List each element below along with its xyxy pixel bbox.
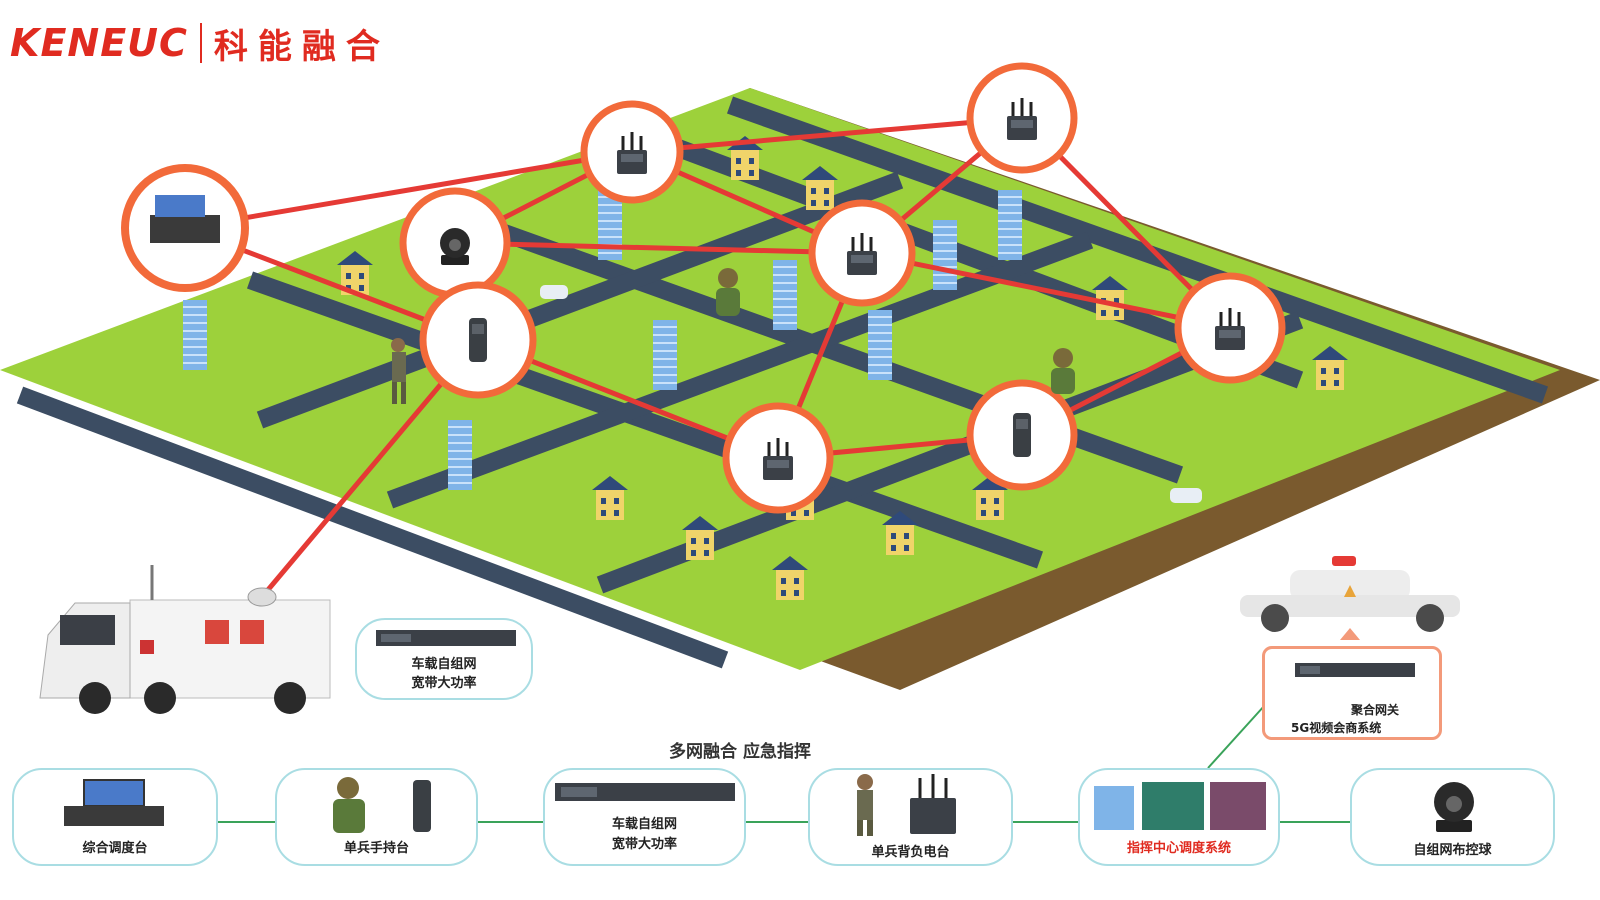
laptop-console-icon	[64, 779, 164, 826]
gateway-label-1: 聚合网关	[1351, 703, 1400, 717]
soldier-figure	[391, 268, 1075, 404]
rack-radio-icon	[376, 630, 516, 646]
terminal-card-console: 综合调度台	[12, 768, 218, 866]
terminal-label-vehicle-1: 车载自组网	[611, 817, 677, 832]
terminal-label-vehicle-2: 宽带大功率	[611, 837, 677, 852]
terminal-card-backpack: 单兵背负电台	[808, 768, 1013, 866]
vehicle-mesh-label-1: 车载自组网	[411, 657, 477, 672]
terminal-label-backpack: 单兵背负电台	[871, 845, 950, 860]
soldier-handheld-icon	[333, 777, 431, 833]
node-handheld-2	[966, 379, 1078, 491]
node-radio-2	[966, 62, 1078, 174]
command-center-icon	[1094, 782, 1266, 830]
backpack-radio-icon	[857, 774, 956, 836]
terminal-card-handheld: 单兵手持台	[275, 768, 478, 866]
terminal-label-handheld: 单兵手持台	[343, 841, 409, 856]
car	[540, 285, 1202, 503]
node-radio-1	[580, 100, 684, 204]
gateway-device-icon	[1295, 663, 1415, 677]
brand-logo: KENEUC 科能融合	[10, 18, 390, 68]
dome-camera-icon	[1434, 782, 1474, 832]
terminal-card-vehicle: 车载自组网 宽带大功率	[543, 768, 746, 866]
terminal-label-camera: 自组网布控球	[1413, 843, 1492, 858]
terminal-card-command: 指挥中心调度系统	[1078, 768, 1280, 866]
police-car-icon	[1240, 556, 1460, 640]
terminal-connectors	[218, 704, 1350, 823]
brand-separator	[199, 23, 202, 63]
command-truck-icon	[39, 565, 331, 714]
terminal-card-camera: 自组网布控球	[1350, 768, 1555, 866]
terminal-label-command: 指挥中心调度系统	[1126, 841, 1231, 856]
terminal-label-console: 综合调度台	[82, 841, 148, 856]
ground	[0, 88, 1560, 670]
vehicle-mesh-card: 车载自组网 宽带大功率	[355, 618, 533, 700]
rack-radio-icon	[555, 783, 735, 801]
diagram-title: 多网融合 应急指挥	[669, 742, 811, 762]
node-radio-5	[722, 402, 834, 514]
node-computer	[121, 164, 249, 292]
node-radio-4	[1174, 272, 1286, 384]
gateway-card: 聚合网关 5G视频会商系统	[1262, 646, 1442, 740]
gateway-label-2: 5G视频会商系统	[1291, 721, 1382, 735]
brand-name-en: KENEUC	[10, 21, 188, 65]
brand-name-cn: 科能融合	[213, 26, 390, 67]
node-radio-3	[808, 199, 916, 307]
vehicle-mesh-label-2: 宽带大功率	[411, 676, 477, 691]
node-handheld-1	[419, 281, 537, 399]
node-camera	[399, 187, 511, 299]
